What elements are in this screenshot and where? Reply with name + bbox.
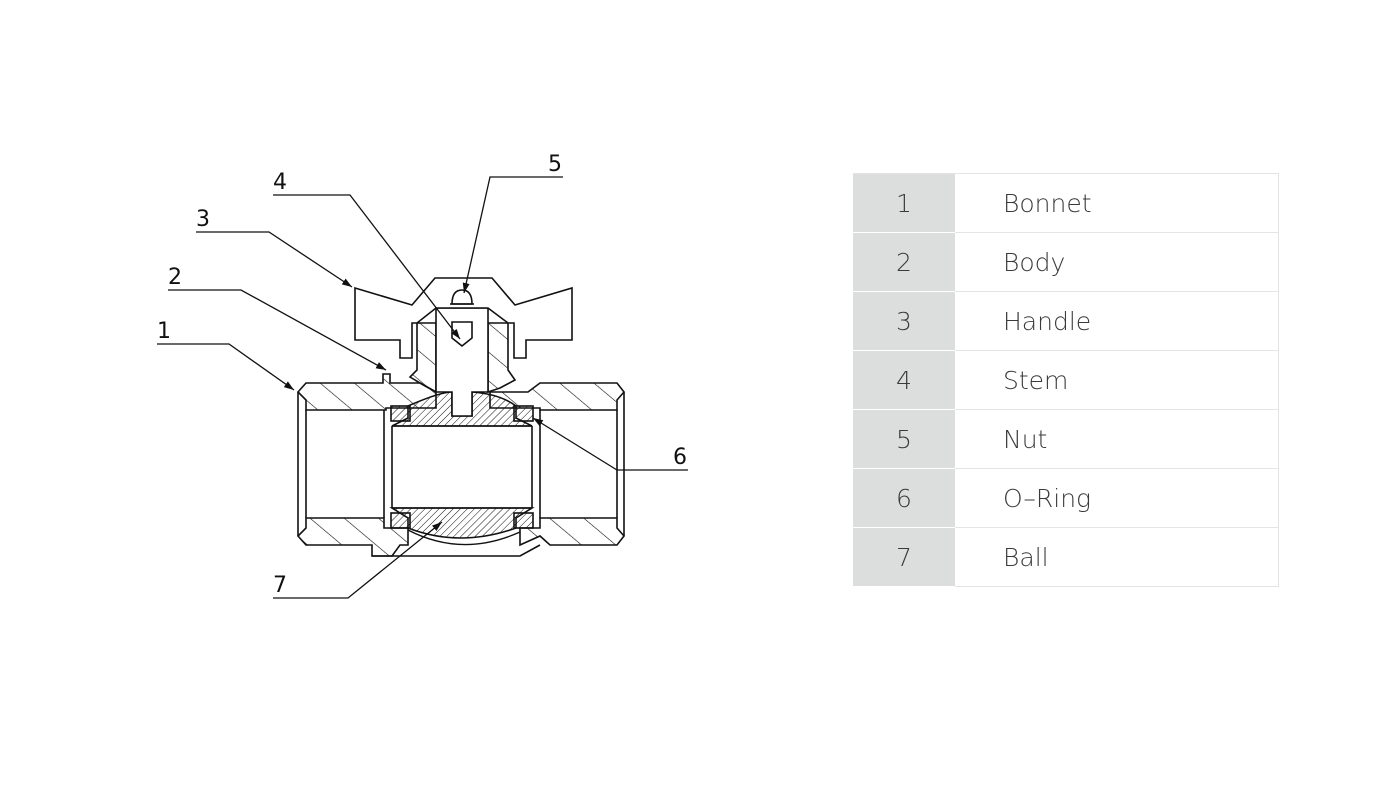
valve-drawing (296, 277, 626, 557)
o-ring-top-right (513, 405, 534, 422)
bonnet-neck-right (487, 322, 517, 394)
part-number-cell: 4 (853, 350, 955, 410)
table-row: 1 Bonnet (853, 173, 1279, 233)
o-ring-bottom-right (513, 512, 534, 529)
table-row: 2 Body (853, 232, 1279, 292)
part-number-cell: 3 (853, 291, 955, 351)
o-ring-top-left (390, 405, 411, 422)
part-number-cell: 5 (853, 409, 955, 469)
callout-number-3: 3 (196, 207, 210, 232)
part-number-cell: 7 (853, 527, 955, 587)
callout-number-1: 1 (157, 319, 171, 344)
part-name-cell: Stem (955, 350, 1279, 410)
ball-bottom (389, 507, 535, 539)
left-bore (297, 392, 385, 536)
part-name-cell: O–Ring (955, 468, 1279, 528)
valve-cross-section-diagram: 1 2 3 4 5 6 7 (157, 152, 688, 599)
leader-4 (273, 194, 461, 340)
stem (435, 307, 489, 417)
part-name-cell: Nut (955, 409, 1279, 469)
nut (451, 289, 473, 305)
callout-labels: 1 2 3 4 5 6 7 (157, 152, 687, 598)
callout-number-5: 5 (548, 152, 562, 177)
table-row: 7 Ball (853, 527, 1279, 587)
table-row: 6 O–Ring (853, 468, 1279, 528)
ball-arc (407, 529, 521, 546)
leader-6 (532, 417, 688, 471)
part-name-cell: Body (955, 232, 1279, 292)
leader-1 (157, 343, 295, 391)
callout-number-6: 6 (673, 445, 687, 470)
callout-number-7: 7 (273, 573, 287, 598)
part-name-cell: Handle (955, 291, 1279, 351)
table-row: 4 Stem (853, 350, 1279, 410)
leader-lines (157, 176, 688, 599)
part-number-cell: 1 (853, 173, 955, 233)
ball-bore (391, 425, 533, 509)
part-name-cell: Ball (955, 527, 1279, 587)
part-number-cell: 2 (853, 232, 955, 292)
leader-2 (168, 289, 387, 371)
part-number-cell: 6 (853, 468, 955, 528)
callout-number-2: 2 (168, 265, 182, 290)
table-row: 5 Nut (853, 409, 1279, 469)
part-name-cell: Bonnet (955, 173, 1279, 233)
body-bottom-shell (372, 544, 541, 557)
handle (354, 277, 573, 359)
leader-3 (196, 231, 353, 288)
o-ring-bottom-left (390, 512, 411, 529)
right-bore (539, 392, 625, 536)
table-row: 3 Handle (853, 291, 1279, 351)
parts-legend-table: 1 Bonnet 2 Body 3 Handle 4 Stem 5 Nut 6 … (853, 173, 1279, 587)
callout-number-4: 4 (273, 170, 287, 195)
leader-5 (462, 176, 563, 294)
leader-7 (273, 521, 443, 599)
right-body-bottom-wall (519, 517, 626, 547)
bonnet-neck-left (408, 322, 437, 394)
